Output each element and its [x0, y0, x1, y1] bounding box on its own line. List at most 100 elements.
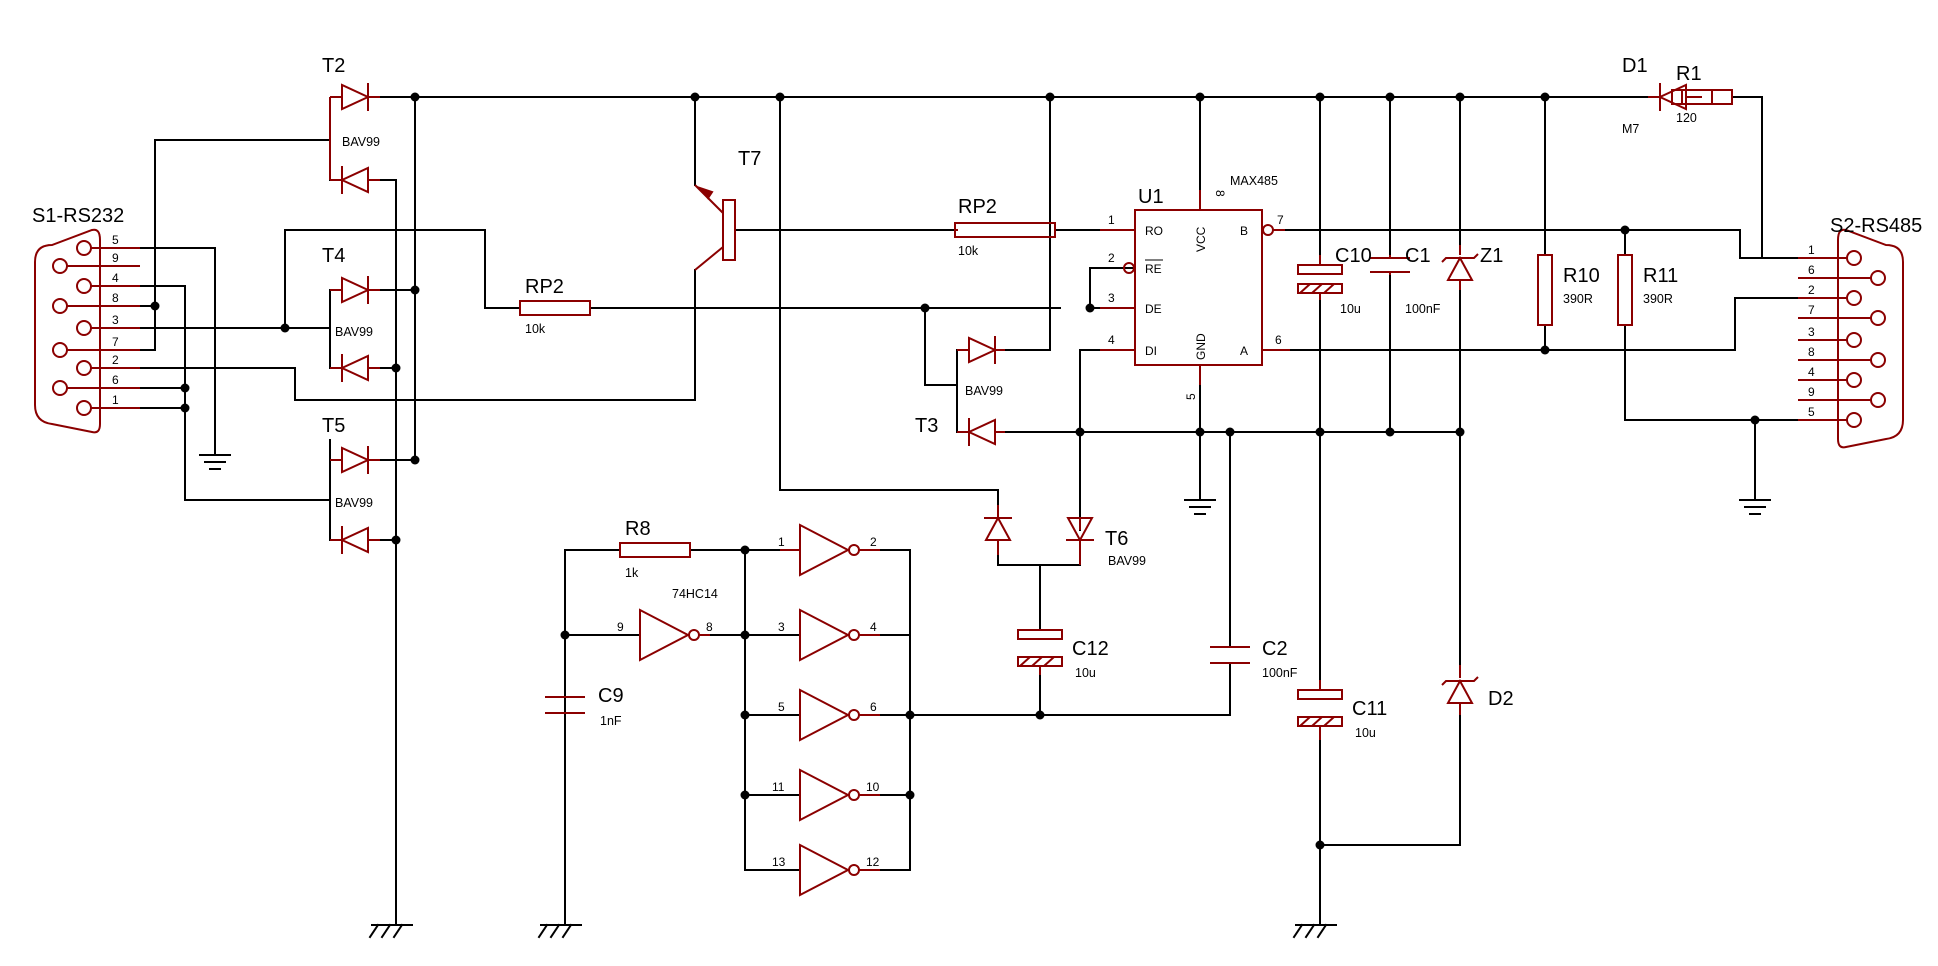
- diode-pair-t5: [330, 446, 380, 554]
- svg-text:9: 9: [1808, 385, 1815, 399]
- label-s1: S1-RS232: [32, 205, 124, 227]
- diode-pair-t3: [957, 336, 1005, 446]
- svg-text:2: 2: [112, 353, 119, 367]
- svg-text:6: 6: [870, 700, 877, 714]
- label-r10: R10: [1563, 265, 1600, 287]
- svg-text:8: 8: [112, 291, 119, 305]
- value-r1: 120: [1676, 111, 1697, 125]
- ground-icon: [1739, 489, 1771, 515]
- component-labels: T2 BAV99 T4 BAV99 T5 BAV99 T7 T3 BAV99 T…: [32, 55, 1922, 740]
- svg-text:4: 4: [870, 620, 877, 634]
- svg-text:6: 6: [1808, 263, 1815, 277]
- value-d1: M7: [1622, 122, 1639, 136]
- connector-s2-rs485: 1 6 2 7 3 8 4 9 5: [1798, 228, 1904, 449]
- zener-d2: [1441, 665, 1479, 715]
- label-u1: U1: [1138, 186, 1164, 208]
- svg-text:2: 2: [870, 535, 877, 549]
- svg-text:9: 9: [617, 620, 624, 634]
- pin-7-number: 7: [1277, 213, 1284, 227]
- label-r11: R11: [1643, 265, 1678, 287]
- svg-text:7: 7: [112, 335, 119, 349]
- value-c9: 1nF: [600, 714, 622, 728]
- svg-text:1: 1: [112, 393, 119, 407]
- diode-pair-t2: [329, 83, 380, 194]
- resistor-rp2-top: [954, 222, 1056, 238]
- pin-2-number: 2: [1108, 251, 1115, 265]
- pin-vcc-label: VCC: [1194, 226, 1208, 252]
- label-rp2-top: RP2: [958, 196, 997, 218]
- svg-text:4: 4: [1808, 365, 1815, 379]
- value-c10: 10u: [1340, 302, 1361, 316]
- value-c11: 10u: [1355, 726, 1376, 740]
- inverters-74hc14: 1 2 3 4 5 6 11 10 13 1: [617, 523, 880, 897]
- label-c1: C1: [1405, 245, 1431, 267]
- capacitor-c11: [1297, 689, 1343, 700]
- label-t6: T6: [1105, 528, 1128, 550]
- connector-s1-rs232: 5 9 4 8 3 7 2 6 1: [34, 228, 140, 434]
- chassis-ground-icon: [1292, 909, 1337, 939]
- label-d1: D1: [1622, 55, 1648, 77]
- svg-text:10: 10: [866, 780, 880, 794]
- pin-1-number: 1: [1108, 213, 1115, 227]
- svg-text:3: 3: [112, 313, 119, 327]
- inverter-gate-5: 13 12: [772, 843, 880, 897]
- resistor-rp2-left: [519, 300, 591, 316]
- label-c12: C12: [1072, 638, 1109, 660]
- svg-text:2: 2: [1808, 283, 1815, 297]
- chassis-ground-icon: [537, 909, 582, 939]
- inverter-gate-1: 1 2: [778, 523, 880, 577]
- svg-text:5: 5: [1808, 405, 1815, 419]
- inverter-gate-4: 11 10: [772, 768, 880, 822]
- label-t3: T3: [915, 415, 938, 437]
- zener-z1: [1441, 245, 1479, 290]
- ic-u1-max485: RO RE DE DI B A VCC GND 1 2 3 4 5 6 7 8: [1100, 190, 1290, 400]
- pin-re-label: RE: [1145, 262, 1162, 276]
- diode-d1: [1648, 83, 1702, 111]
- value-r8: 1k: [625, 566, 639, 580]
- value-c1: 100nF: [1405, 302, 1441, 316]
- label-t4: T4: [322, 245, 345, 267]
- label-c11: C11: [1352, 698, 1387, 720]
- value-t3: BAV99: [965, 384, 1003, 398]
- pin-de-label: DE: [1145, 302, 1162, 316]
- label-74hc14: 74HC14: [672, 587, 718, 601]
- pin-a-label: A: [1240, 344, 1248, 358]
- label-c9: C9: [598, 685, 624, 707]
- resistors: [519, 89, 1733, 558]
- value-u1: MAX485: [1230, 174, 1278, 188]
- transistor-t7: [694, 184, 736, 271]
- value-c12: 10u: [1075, 666, 1096, 680]
- ground-icon: [1184, 489, 1216, 515]
- label-r8: R8: [625, 518, 651, 540]
- ground-symbols: [199, 439, 1771, 939]
- inverter-gate-2: 3 4: [778, 608, 880, 662]
- svg-text:4: 4: [112, 271, 119, 285]
- label-rp2-left: RP2: [525, 276, 564, 298]
- diode-pair-t4: [330, 276, 380, 382]
- pin-4-number: 4: [1108, 333, 1115, 347]
- svg-text:3: 3: [778, 620, 785, 634]
- svg-text:3: 3: [1808, 325, 1815, 339]
- value-t6: BAV99: [1108, 554, 1146, 568]
- capacitors: [545, 255, 1410, 740]
- label-s2: S2-RS485: [1830, 215, 1922, 237]
- svg-text:6: 6: [112, 373, 119, 387]
- value-r10: 390R: [1563, 292, 1593, 306]
- inverter-gate-3: 5 6: [778, 688, 880, 742]
- svg-text:11: 11: [772, 780, 785, 794]
- pin-ro-label: RO: [1145, 224, 1163, 238]
- pin-6-number: 6: [1275, 333, 1282, 347]
- value-r11: 390R: [1643, 292, 1673, 306]
- svg-text:9: 9: [112, 251, 119, 265]
- pin-gnd-label: GND: [1194, 333, 1208, 360]
- label-z1: Z1: [1480, 245, 1503, 267]
- pin-5-number: 5: [1184, 393, 1198, 400]
- resistor-r8: [619, 542, 691, 558]
- pin-di-label: DI: [1145, 344, 1157, 358]
- diode-pair-t6: [984, 505, 1094, 565]
- inverter-gate-6: 9 8: [617, 608, 713, 662]
- svg-text:12: 12: [866, 855, 880, 869]
- value-t2: BAV99: [342, 135, 380, 149]
- value-t4: BAV99: [335, 325, 373, 339]
